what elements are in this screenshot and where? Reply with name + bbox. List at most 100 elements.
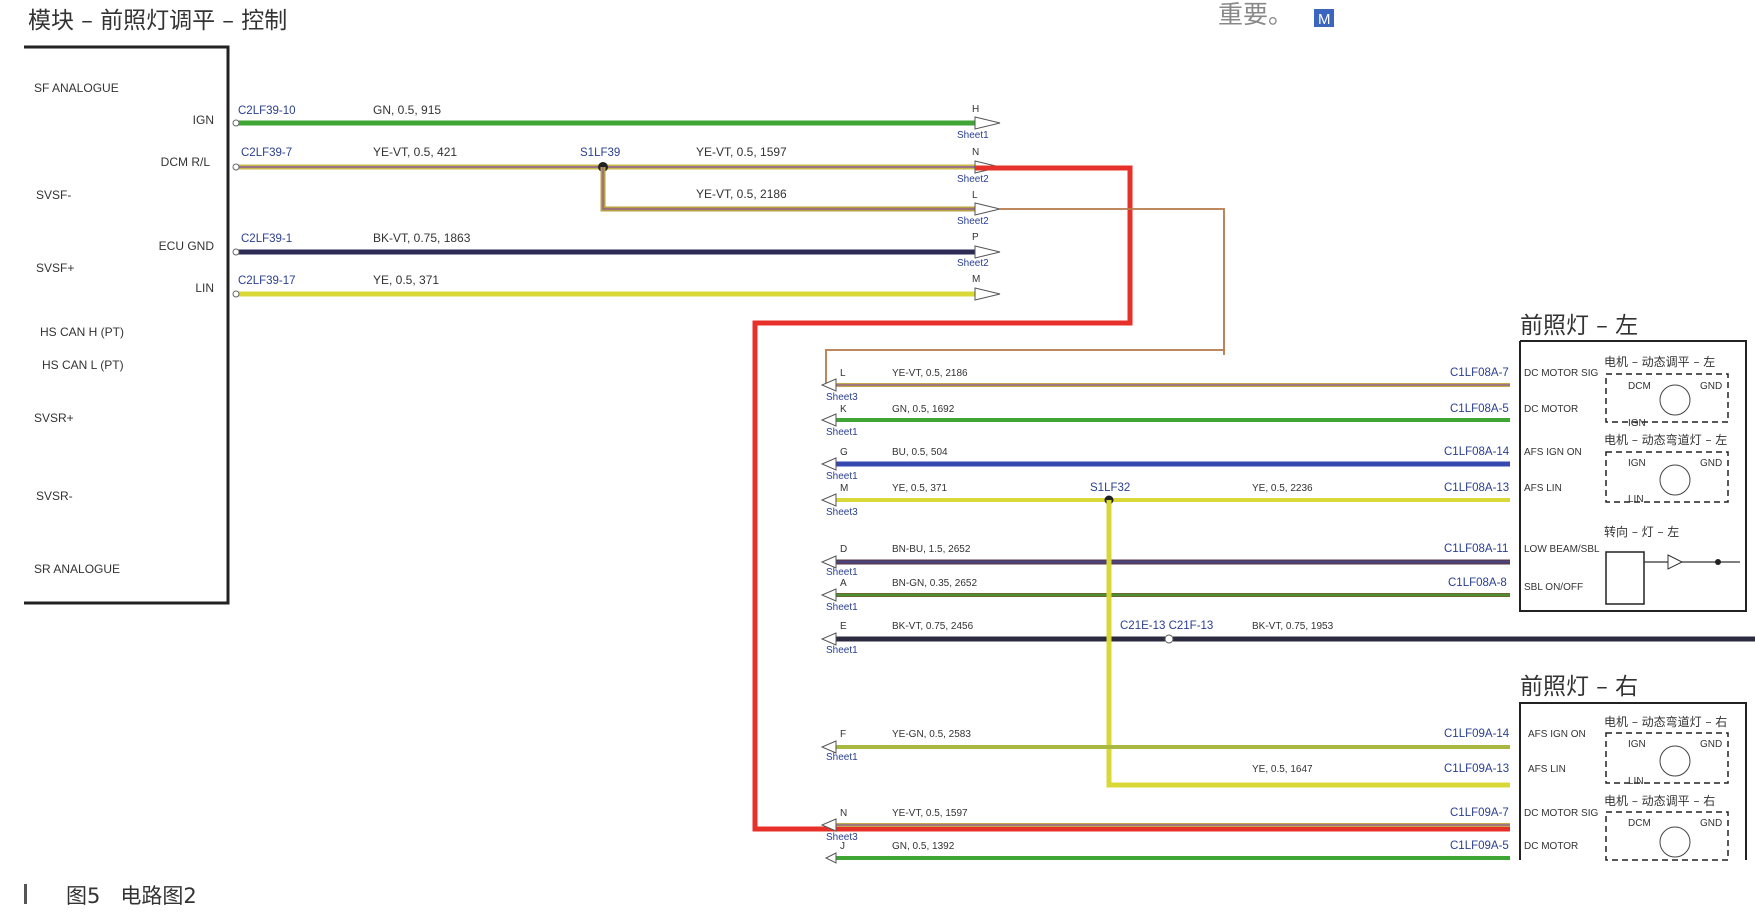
connector-label: C1LF09A-14 — [1444, 728, 1510, 740]
pin-label: DC MOTOR SIG — [1524, 808, 1598, 819]
wire-spec: BU, 0.5, 504 — [892, 447, 948, 458]
motor-icon — [1659, 384, 1691, 416]
connector-label: C2LF39-10 — [238, 105, 296, 117]
right-headlamp-wires: F Sheet1 YE-GN, 0.5, 2583 C1LF09A-14 YE,… — [820, 728, 1510, 864]
connector-label: C2LF39-7 — [241, 147, 292, 159]
highlighted-route — [752, 165, 1510, 832]
right-headlamp-box — [1519, 702, 1747, 860]
connector-label: C1LF08A-8 — [1448, 577, 1507, 589]
pin-hs-can-h: HS CAN H (PT) — [40, 325, 124, 339]
sheet-ref: Sheet2 — [957, 174, 989, 185]
wire-branch-2186 — [600, 167, 975, 212]
connector-label: C1LF08A-14 — [1444, 446, 1510, 458]
pin-label: AFS IGN ON — [1524, 447, 1582, 458]
sheet-ref: Sheet1 — [826, 752, 858, 763]
dest-letter: J — [840, 841, 845, 852]
right-headlamp-title: 前照灯 – 右 — [1520, 674, 1638, 700]
inline-connector-label: C21E-13 C21F-13 — [1120, 620, 1213, 632]
dest-letter: F — [840, 729, 846, 740]
pin-svsf-minus: SVSF- — [36, 188, 71, 202]
wire-spec: YE-VT, 0.5, 2186 — [892, 368, 968, 379]
pin-label: SBL ON/OFF — [1524, 582, 1583, 593]
caption-bar — [24, 884, 27, 904]
component-label: 电机 – 动态弯道灯 – 左 — [1604, 432, 1727, 447]
m-badge-box — [1314, 9, 1334, 27]
dest-letter: M — [972, 274, 980, 285]
wire-spec: YE, 0.5, 371 — [373, 273, 439, 287]
wire-spec: BK-VT, 0.75, 1863 — [373, 231, 471, 245]
wire-spec: BN-GN, 0.35, 2652 — [892, 578, 977, 589]
wire-spec: GN, 0.5, 1392 — [892, 841, 955, 852]
sheet-ref: Sheet1 — [826, 602, 858, 613]
left-headlamp-box — [1519, 340, 1747, 612]
left-headlamp-title: 前照灯 – 左 — [1520, 313, 1638, 339]
sheet-ref: Sheet3 — [826, 507, 858, 518]
wire-spec: BK-VT, 0.75, 1953 — [1252, 621, 1334, 632]
pin-ecu-gnd: ECU GND — [159, 239, 215, 253]
junction-dot — [1715, 559, 1721, 565]
connector-label: C1LF09A-13 — [1444, 763, 1509, 775]
arrow — [820, 588, 837, 602]
wire-spec: YE-GN, 0.5, 2583 — [892, 729, 971, 740]
figure-caption: 图5 电路图2 — [66, 880, 197, 910]
pin-sf-analogue: SF ANALOGUE — [34, 81, 119, 95]
pin-label: LIN — [1628, 776, 1644, 787]
pin-label: DCM — [1628, 818, 1651, 829]
sheet-ref: Sheet3 — [826, 392, 858, 403]
figure-title: 电路图2 — [120, 884, 197, 908]
pin-label: GND — [1700, 458, 1722, 469]
wire-spec: BN-BU, 1.5, 2652 — [892, 544, 971, 555]
splice-label: S1LF32 — [1090, 482, 1130, 494]
dest-letter: L — [840, 368, 846, 379]
pin-hs-can-l: HS CAN L (PT) — [42, 358, 124, 372]
important-note: 重要。 — [1218, 0, 1293, 29]
connector-label: C1LF08A-13 — [1444, 482, 1509, 494]
connector-label: C1LF09A-5 — [1450, 840, 1509, 852]
wire-spec: YE-VT, 0.5, 1597 — [696, 145, 787, 159]
pin-label: LOW BEAM/SBL — [1524, 544, 1600, 555]
component-label: 电机 – 动态调平 – 右 — [1604, 793, 1715, 808]
wire-spec: YE-VT, 0.5, 2186 — [696, 187, 787, 201]
dest-letter: N — [972, 147, 979, 158]
motor-box — [1605, 451, 1729, 503]
connection-line — [825, 349, 1224, 385]
motor-box — [1605, 373, 1729, 423]
pin-label: DC MOTOR SIG — [1524, 368, 1598, 379]
motor-icon — [1659, 464, 1691, 496]
connector-label: C1LF08A-5 — [1450, 403, 1509, 415]
arrow-ign — [974, 116, 1001, 130]
dest-letter: P — [972, 232, 979, 243]
arrow — [820, 632, 837, 646]
connector-label: C1LF09A-7 — [1450, 807, 1509, 819]
motor-icon — [1659, 745, 1691, 777]
connector-label: C1LF08A-7 — [1450, 367, 1509, 379]
sheet-ref: Sheet2 — [957, 258, 989, 269]
connection-line — [1000, 208, 1225, 355]
wire-spec: YE, 0.5, 371 — [892, 483, 947, 494]
pin-node — [232, 163, 240, 171]
dest-letter: E — [840, 621, 847, 632]
pin-label: DCM — [1628, 381, 1651, 392]
arrow-branch — [974, 202, 1001, 216]
pin-node — [232, 119, 240, 127]
left-headlamp-wires: L Sheet3 YE-VT, 0.5, 2186 C1LF08A-7 K Sh… — [820, 367, 1755, 656]
motor-box — [1605, 811, 1729, 861]
arrow-gnd — [974, 245, 1001, 259]
led-icon — [1667, 554, 1684, 570]
m-badge: M — [1318, 11, 1331, 28]
pin-label: GND — [1700, 381, 1722, 392]
dest-letter: M — [840, 483, 848, 494]
pin-label: LIN — [1628, 494, 1644, 505]
sheet-ref: Sheet1 — [957, 130, 989, 141]
sheet-ref: Sheet1 — [826, 567, 858, 578]
arrow — [820, 555, 837, 569]
lamp-module-box — [1605, 551, 1645, 605]
arrow — [820, 740, 837, 754]
splice-label: S1LF39 — [580, 147, 620, 159]
motor-box — [1605, 732, 1729, 784]
pin-label: GND — [1700, 739, 1722, 750]
pin-label: DC MOTOR — [1524, 404, 1578, 415]
dest-letter: G — [840, 447, 848, 458]
pin-label: IGN — [1628, 418, 1646, 429]
